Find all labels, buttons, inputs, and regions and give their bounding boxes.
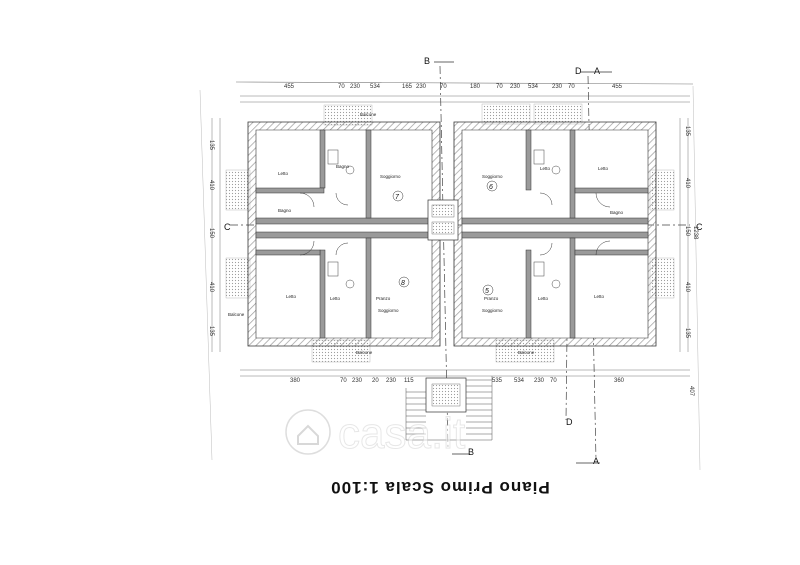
left-dimensions: 135 410 150 410 135 — [208, 140, 214, 337]
apartment-number-8: 8 — [401, 280, 405, 287]
dim-bottom-8: 534 — [514, 378, 525, 384]
apartment-numbers: 7 6 8 5 — [392, 180, 498, 296]
dim-bottom-3: 230 — [352, 378, 363, 384]
room-balcone-2: Balcone — [356, 350, 373, 355]
room-balcone-4: Balcone — [360, 112, 377, 117]
dim-bottom-9: 230 — [534, 378, 545, 384]
room-letto-3: Letto — [598, 166, 609, 171]
dim-bottom-6: 115 — [404, 378, 414, 384]
room-balcone-3: Balcone — [518, 350, 535, 355]
room-pranzo-1: Pranzo — [376, 296, 391, 301]
dim-left-1: 135 — [208, 140, 214, 151]
dim-right-2: 410 — [684, 178, 690, 189]
section-mark-c-right: C — [696, 222, 703, 232]
room-bagno-3: Bagno — [610, 210, 624, 215]
dim-right-4: 1238 — [692, 226, 698, 240]
section-mark-b-bottom: B — [468, 447, 474, 457]
dim-top-12: 230 — [552, 84, 563, 90]
dim-left-4: 410 — [208, 282, 214, 293]
room-soggiorno-2: Soggiorno — [482, 174, 503, 179]
crop-line-top — [235, 81, 694, 85]
crop-line-right — [692, 85, 701, 471]
dim-left-5: 135 — [208, 326, 214, 337]
dim-top-13: 70 — [568, 84, 575, 90]
dim-top-10: 230 — [510, 84, 521, 90]
dim-top-3: 230 — [350, 84, 361, 90]
external-staircase — [405, 376, 493, 441]
room-soggiorno-3: Soggiorno — [378, 308, 399, 313]
dim-top-11: 534 — [528, 84, 539, 90]
dim-top-14: 455 — [612, 84, 623, 90]
section-mark-a-bottom: A — [593, 456, 599, 466]
dim-right-1: 135 — [684, 126, 690, 137]
section-mark-d-top: D — [575, 66, 582, 76]
dim-right-5: 410 — [684, 282, 690, 293]
dim-top-9: 70 — [496, 84, 503, 90]
dim-far-right: 407 — [688, 386, 694, 397]
section-mark-a-top: A — [594, 66, 600, 76]
room-soggiorno-1: Soggiorno — [380, 174, 401, 179]
bottom-dimensions: 380 70 230 20 230 115 535 534 230 70 360 — [290, 378, 625, 384]
dim-bottom-7: 535 — [492, 378, 503, 384]
room-letto-1: Letto — [278, 171, 289, 176]
interior-walls — [255, 129, 649, 339]
watermark: casa.it — [285, 409, 466, 459]
dim-top-8: 180 — [470, 84, 481, 90]
dim-right-3: 150 — [684, 226, 690, 237]
dim-top-2: 70 — [338, 84, 345, 90]
dimension-lines — [211, 95, 690, 377]
dim-bottom-11: 360 — [614, 378, 625, 384]
dim-bottom-5: 230 — [386, 378, 397, 384]
dim-bottom-1: 380 — [290, 378, 301, 384]
dim-top-5: 165 — [402, 84, 413, 90]
room-soggiorno-4: Soggiorno — [482, 308, 503, 313]
top-dimensions: 455 70 230 534 165 230 70 180 70 230 534… — [284, 84, 623, 90]
room-letto-2: Letto — [540, 166, 551, 171]
room-letto-5: Letto — [330, 296, 341, 301]
dim-top-7: 70 — [440, 84, 447, 90]
room-letto-6: Letto — [538, 296, 549, 301]
drawing-title: Piano Primo Scala 1:100 — [330, 478, 550, 497]
room-bagno-1: Bagno — [336, 164, 350, 169]
watermark-text: casa.it — [338, 409, 465, 458]
dim-left-2: 410 — [208, 180, 214, 191]
room-letto-7: Letto — [594, 294, 605, 299]
apartment-number-7: 7 — [395, 194, 400, 201]
room-balcone-1: Balcone — [228, 312, 245, 317]
section-marks: B D A C C D B A — [224, 56, 703, 466]
dim-top-6: 230 — [416, 84, 427, 90]
section-mark-d-bottom: D — [566, 417, 573, 427]
stair-core — [427, 199, 459, 241]
dim-left-3: 150 — [208, 228, 214, 239]
section-mark-c-left: C — [224, 222, 231, 232]
section-mark-b-top: B — [424, 56, 430, 66]
room-letto-4: Letto — [286, 294, 297, 299]
room-pranzo-2: Pranzo — [484, 296, 499, 301]
dim-right-6: 135 — [684, 328, 690, 339]
dim-bottom-4: 20 — [372, 378, 379, 384]
apartment-number-6: 6 — [489, 184, 493, 191]
dim-bottom-10: 70 — [550, 378, 557, 384]
crop-line-left — [199, 89, 213, 461]
room-labels: Letto Bagno Soggiorno Bagno Soggiorno Le… — [228, 112, 624, 355]
bathroom-fixtures — [327, 149, 561, 289]
apartment-number-5: 5 — [485, 288, 489, 295]
dim-top-4: 534 — [370, 84, 381, 90]
room-bagno-2: Bagno — [278, 208, 292, 213]
dim-top-1: 455 — [284, 84, 295, 90]
dim-bottom-2: 70 — [340, 378, 347, 384]
door-swings — [299, 192, 611, 256]
right-dimensions: 135 410 150 1238 410 135 407 — [684, 126, 698, 397]
